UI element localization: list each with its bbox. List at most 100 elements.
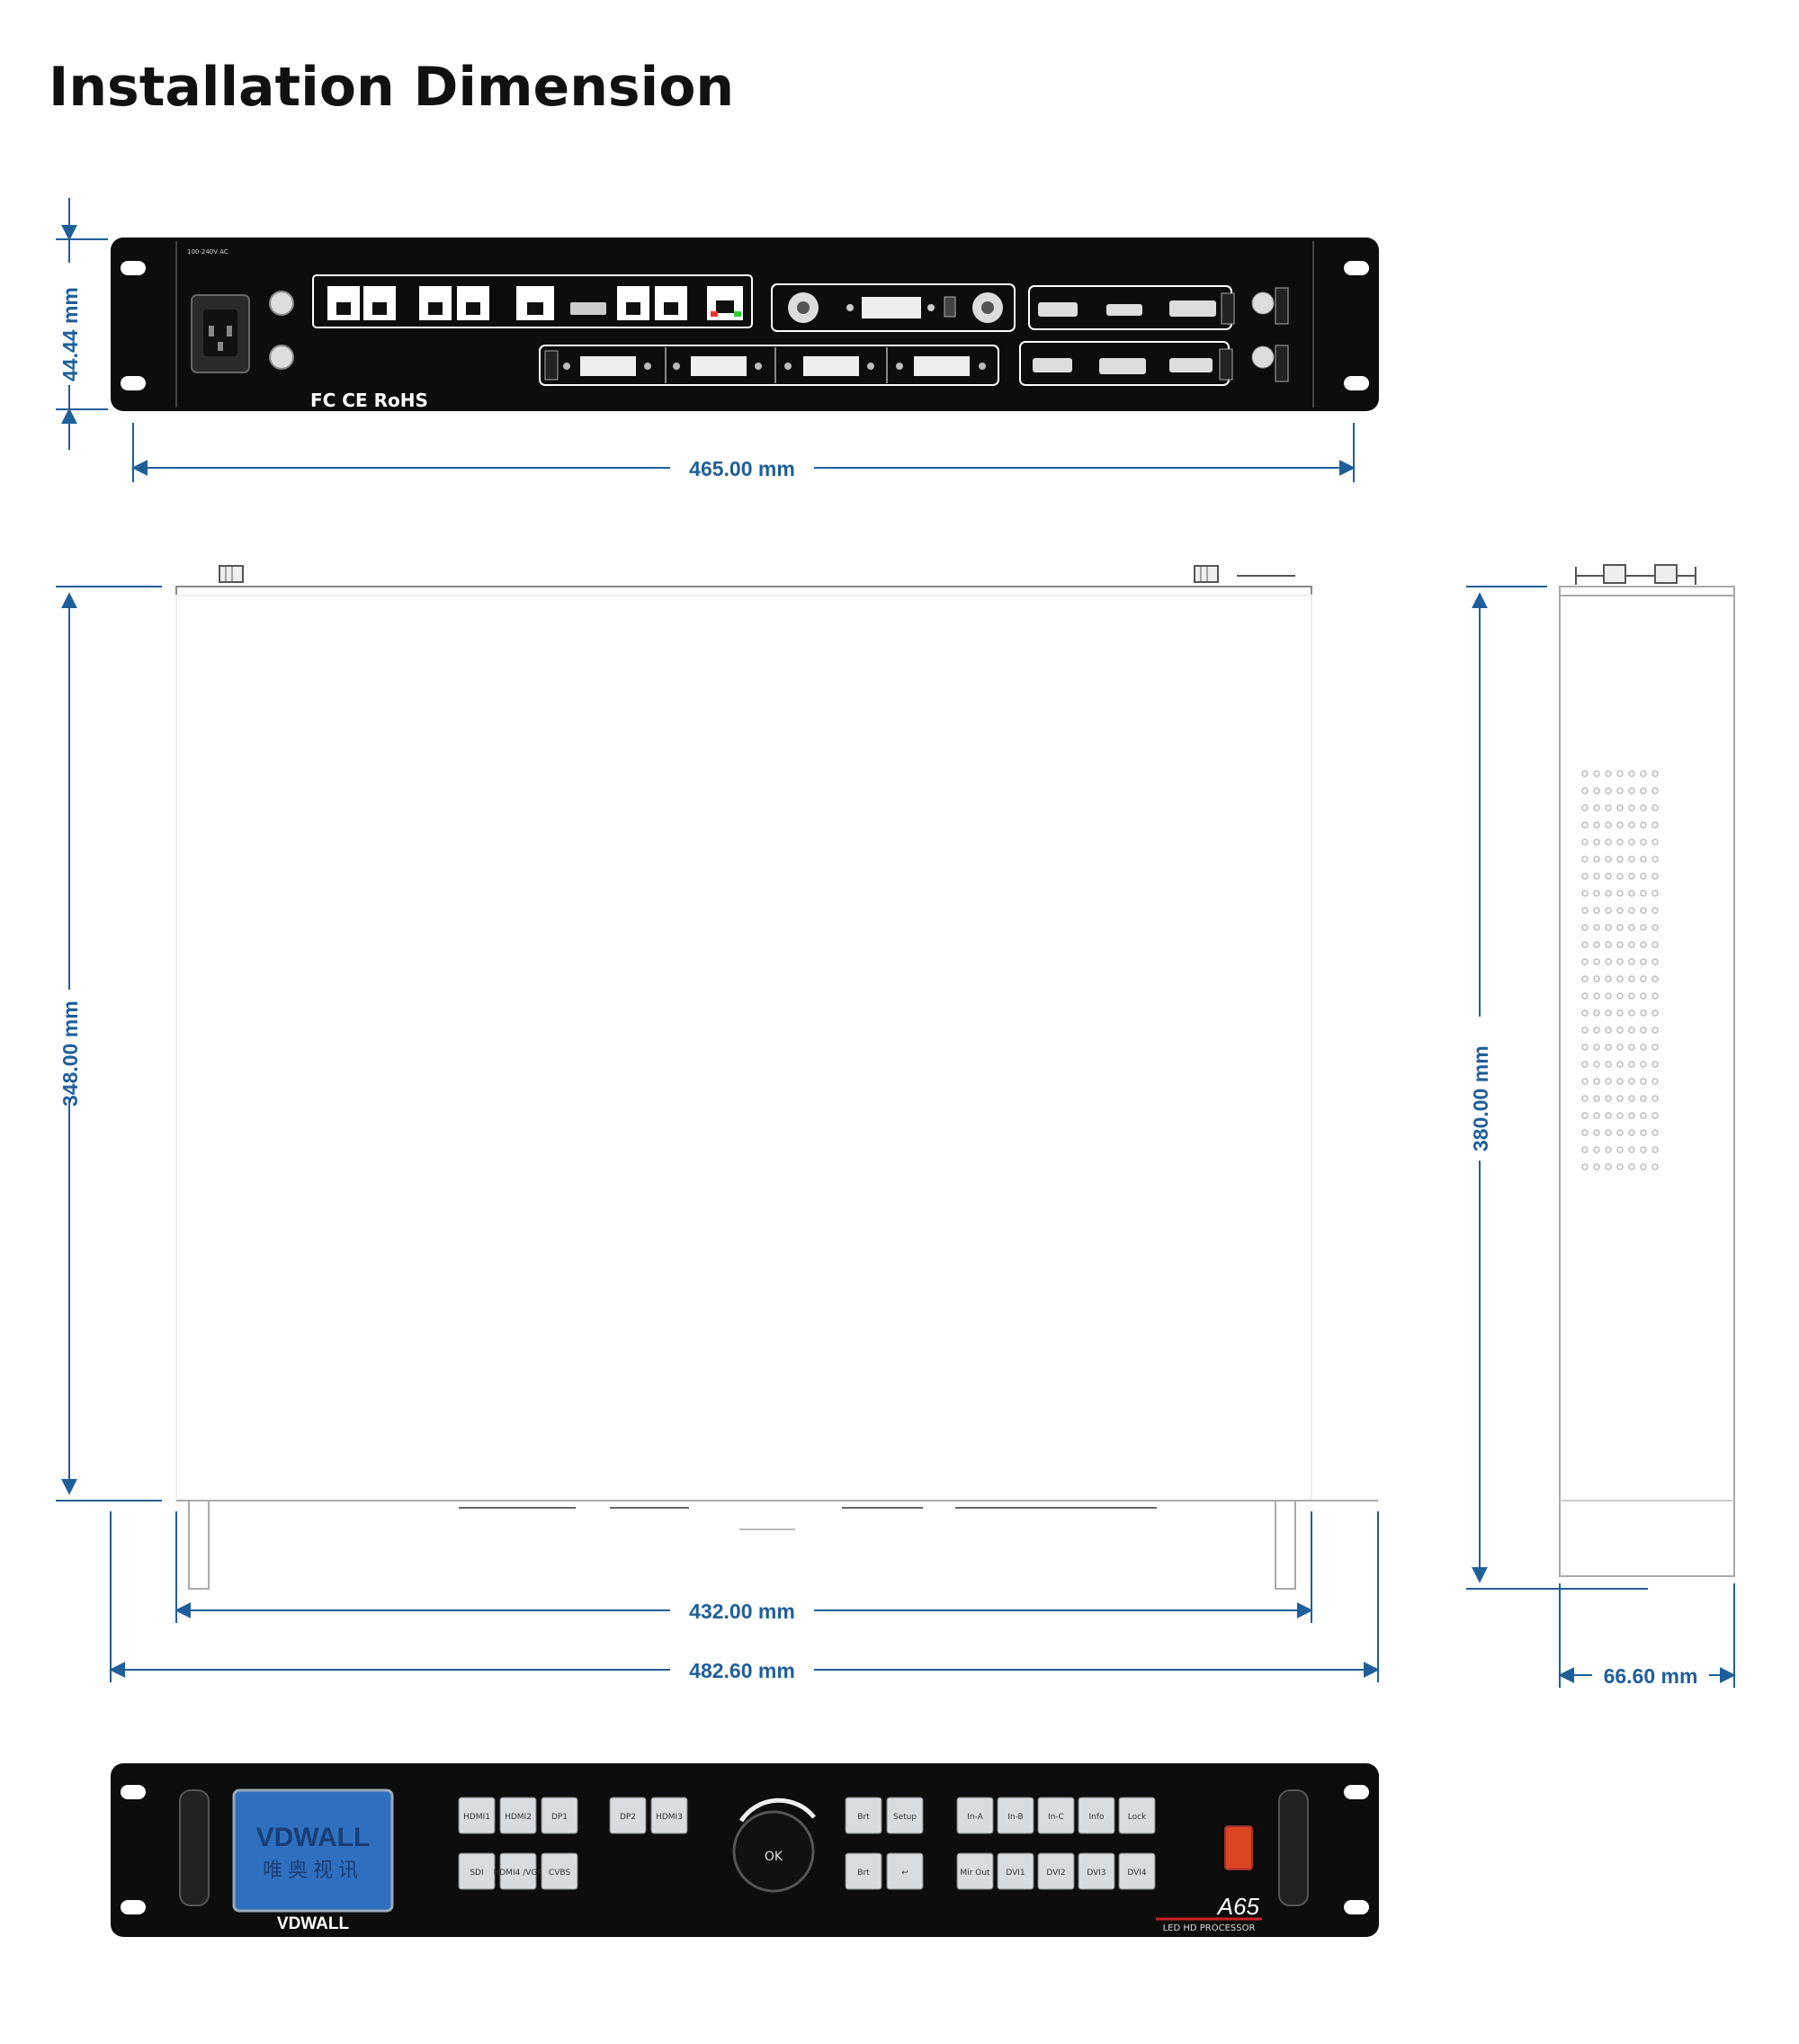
- vent-hole: [1581, 924, 1589, 931]
- front-key[interactable]: [609, 1797, 647, 1834]
- vent-hole: [1628, 924, 1635, 931]
- front-key[interactable]: [886, 1797, 924, 1834]
- vent-hole: [1581, 1095, 1589, 1102]
- front-key[interactable]: [458, 1852, 496, 1890]
- vent-hole: [1581, 1009, 1589, 1017]
- vent-hole: [1651, 1112, 1659, 1119]
- logo-text: VDWALL: [256, 1823, 371, 1852]
- vent-hole: [1628, 1061, 1635, 1068]
- vent-hole: [1605, 1044, 1612, 1051]
- front-key[interactable]: [499, 1797, 537, 1834]
- vent-hole: [1628, 1078, 1635, 1085]
- front-key[interactable]: [541, 1797, 578, 1834]
- vent-hole: [1616, 975, 1624, 982]
- vent-hole: [1605, 924, 1612, 931]
- vent-hole: [1581, 992, 1589, 1000]
- model-label: A65: [1216, 1893, 1260, 1920]
- vent-hole: [1605, 787, 1612, 794]
- power-switch: [1224, 1825, 1253, 1870]
- front-key[interactable]: [997, 1852, 1034, 1890]
- vent-hole: [1593, 1026, 1600, 1034]
- dim-label-front-height: 44.44 mm: [58, 287, 82, 381]
- vent-hole: [1640, 958, 1647, 965]
- hdmi-port: [1038, 302, 1078, 317]
- vent-hole: [1640, 1009, 1647, 1017]
- top-view: [175, 565, 1378, 1590]
- vent-hole: [1616, 804, 1624, 811]
- vent-hole: [1593, 924, 1600, 931]
- vent-hole: [1628, 821, 1635, 829]
- vent-hole: [1581, 838, 1589, 846]
- front-key[interactable]: [845, 1797, 882, 1834]
- vent-hole: [1593, 873, 1600, 880]
- vent-hole: [1605, 1061, 1612, 1068]
- dimension-front-width: 465.00 mm: [131, 423, 1356, 482]
- vent-hole: [1628, 770, 1635, 777]
- vent-holes: [1581, 770, 1659, 1170]
- front-key[interactable]: [886, 1852, 924, 1890]
- logo-chinese: 唯奥视讯: [263, 1860, 363, 1882]
- front-key-label: CVBS: [549, 1869, 570, 1878]
- vent-hole: [1628, 1095, 1635, 1102]
- front-key-label: DVI1: [1006, 1869, 1025, 1878]
- vent-hole: [1605, 838, 1612, 846]
- vent-hole: [1616, 1129, 1624, 1136]
- front-key[interactable]: [499, 1852, 537, 1890]
- front-key[interactable]: [997, 1797, 1034, 1834]
- front-key[interactable]: [458, 1797, 496, 1834]
- vent-hole: [1581, 1026, 1589, 1034]
- vent-hole: [1628, 941, 1635, 948]
- front-key[interactable]: [541, 1852, 578, 1890]
- vent-hole: [1593, 1146, 1600, 1153]
- hdmi-port: [1033, 358, 1072, 372]
- vent-hole: [1651, 1129, 1659, 1136]
- vent-hole: [1640, 1078, 1647, 1085]
- vent-hole: [1651, 1044, 1659, 1051]
- front-key[interactable]: [956, 1797, 994, 1834]
- output-port-group: [312, 274, 753, 328]
- vent-hole: [1651, 1146, 1659, 1153]
- front-key[interactable]: [1118, 1797, 1156, 1834]
- dimension-front-height: 44.44 mm: [56, 198, 108, 450]
- vent-hole: [1651, 856, 1659, 863]
- vent-hole: [1616, 1061, 1624, 1068]
- front-key[interactable]: [1118, 1852, 1156, 1890]
- vent-hole: [1616, 873, 1624, 880]
- front-key[interactable]: [1037, 1852, 1075, 1890]
- vent-hole: [1640, 1129, 1647, 1136]
- front-key[interactable]: [1078, 1797, 1115, 1834]
- vent-hole: [1581, 1044, 1589, 1051]
- vent-hole: [1628, 787, 1635, 794]
- vent-hole: [1616, 1112, 1624, 1119]
- vent-hole: [1605, 958, 1612, 965]
- front-key[interactable]: [650, 1797, 688, 1834]
- front-key[interactable]: [1037, 1797, 1075, 1834]
- vent-hole: [1651, 924, 1659, 931]
- vent-hole: [1581, 890, 1589, 897]
- front-key-label: In-C: [1048, 1813, 1064, 1822]
- vent-hole: [1640, 770, 1647, 777]
- vent-hole: [1605, 770, 1612, 777]
- front-key[interactable]: [845, 1852, 882, 1890]
- front-keys-edge: [459, 1507, 1157, 1530]
- vent-hole: [1581, 770, 1589, 777]
- rack-hole: [1344, 1785, 1369, 1799]
- front-key[interactable]: [956, 1852, 994, 1890]
- vent-hole: [1640, 838, 1647, 846]
- vent-hole: [1628, 1146, 1635, 1153]
- vent-hole: [1628, 856, 1635, 863]
- vent-hole: [1581, 856, 1589, 863]
- vent-hole: [1651, 873, 1659, 880]
- chassis-top: [175, 595, 1312, 1502]
- vent-hole: [1651, 958, 1659, 965]
- front-key[interactable]: [1078, 1852, 1115, 1890]
- vent-hole: [1581, 907, 1589, 914]
- vent-hole: [1581, 1112, 1589, 1119]
- vent-hole: [1640, 1112, 1647, 1119]
- vent-hole: [1628, 838, 1635, 846]
- input-port-group: [771, 283, 1016, 332]
- vent-hole: [1581, 787, 1589, 794]
- dim-label-side-depth: 380.00 mm: [1469, 1045, 1492, 1152]
